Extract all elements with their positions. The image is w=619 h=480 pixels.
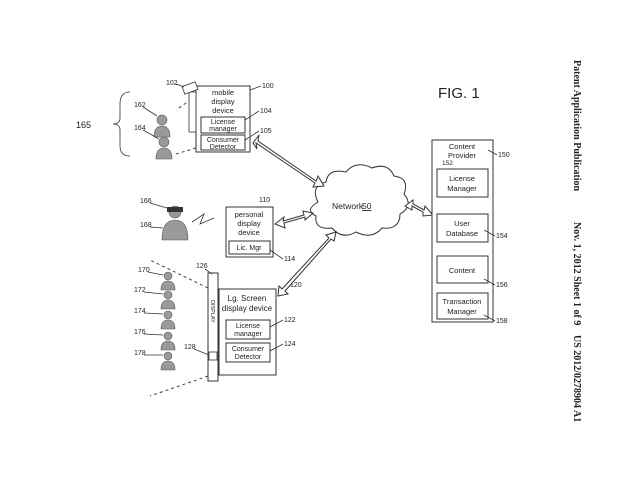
large-consumer-detector-1: Consumer — [232, 346, 265, 353]
provider-license-manager-1: License — [449, 174, 475, 183]
ref-120: 120 — [290, 282, 302, 289]
person-170-icon — [160, 271, 176, 291]
network-label: Network — [332, 201, 364, 211]
personal-display-device: personal display device Lic. Mgr — [225, 206, 274, 258]
mobile-display-device: mobile display device License manager Co… — [188, 85, 251, 153]
mobile-device-line3: device — [212, 106, 234, 115]
figure-title: FIG. 1 — [438, 85, 480, 102]
person-172-icon — [160, 290, 176, 310]
ref-102: 102 — [166, 80, 178, 87]
mobile-device-line2: display — [211, 97, 235, 106]
ref-164: 164 — [134, 125, 146, 132]
provider-line2: Provider — [448, 151, 476, 160]
ref-162: 162 — [134, 102, 146, 109]
user-database-1: User — [454, 219, 470, 228]
display-panel-126: DISPLAY — [207, 272, 219, 382]
mobile-device-line1: mobile — [212, 88, 234, 97]
mobile-license-manager-1: License — [211, 119, 235, 126]
provider-line1: Content — [449, 142, 476, 151]
ref-128: 128 — [184, 344, 196, 351]
mobile-consumer-detector-2: Detector — [210, 144, 237, 151]
ref-104: 104 — [260, 108, 272, 115]
wireless-link-icon — [191, 212, 215, 225]
ref-172: 172 — [134, 287, 146, 294]
ref-114: 114 — [284, 256, 295, 263]
transaction-manager-2: Manager — [447, 307, 477, 316]
arrow-personal-network — [274, 210, 315, 229]
person-178-icon — [160, 351, 176, 371]
ref-150: 150 — [498, 152, 510, 159]
ref-126: 126 — [196, 263, 208, 270]
ref-170: 170 — [138, 267, 150, 274]
camera-128-icon — [208, 351, 218, 361]
ref-154: 154 — [496, 233, 508, 240]
ref-100: 100 — [262, 83, 274, 90]
ref-152: 152 — [442, 160, 453, 167]
arrow-largescreen-network — [277, 231, 337, 297]
header-date-sheet: Nov. 1, 2012 Sheet 1 of 9 — [571, 222, 582, 325]
ref-124: 124 — [284, 341, 296, 348]
ref-168: 168 — [140, 222, 152, 229]
large-license-manager-1: License — [236, 323, 260, 330]
display-vertical-label: DISPLAY — [209, 300, 215, 323]
arrow-mobile-network — [252, 134, 325, 188]
ref-122: 122 — [284, 317, 296, 324]
ref-165: 165 — [76, 120, 91, 130]
mobile-license-manager-2: manager — [209, 126, 237, 133]
mobile-consumer-detector-1: Consumer — [207, 137, 240, 144]
ref-158: 158 — [496, 318, 508, 325]
network-number: 50 — [362, 201, 372, 211]
personal-device-line1: personal — [235, 210, 264, 219]
large-consumer-detector-2: Detector — [235, 354, 262, 361]
provider-license-manager-2: Manager — [447, 184, 477, 193]
large-license-manager-2: manager — [234, 331, 262, 338]
ref-166: 166 — [140, 198, 152, 205]
ref-110: 110 — [259, 197, 270, 204]
ref-174: 174 — [134, 308, 146, 315]
header-patent-number: US 2012/0278904 A1 — [571, 335, 582, 422]
ref-178: 178 — [134, 350, 146, 357]
group-165-brace — [112, 91, 131, 157]
personal-lic-mgr: Lic. Mgr — [237, 245, 263, 252]
arrow-network-provider — [404, 199, 435, 217]
ref-176: 176 — [134, 329, 146, 336]
header-publication-label: Patent Application Publication — [571, 60, 582, 192]
audience-group — [160, 271, 176, 371]
large-screen-display-device: Lg. Screen display device License manage… — [218, 288, 277, 376]
ref-105: 105 — [260, 128, 272, 135]
person-174-icon — [160, 310, 176, 330]
sensor-102-icon — [181, 81, 199, 95]
personal-device-line3: device — [238, 228, 260, 237]
network-cloud: Network 50 — [310, 164, 409, 236]
transaction-manager-1: Transaction — [443, 297, 482, 306]
content-label: Content — [449, 266, 476, 275]
user-database-2: Database — [446, 229, 478, 238]
personal-device-line2: display — [237, 219, 261, 228]
person-168-icon — [161, 205, 189, 241]
person-176-icon — [160, 331, 176, 351]
ref-156: 156 — [496, 282, 508, 289]
large-screen-line2: display device — [222, 304, 273, 313]
person-162-icon — [153, 114, 171, 138]
content-provider: Content Provider License Manager User Da… — [431, 139, 494, 323]
large-screen-line1: Lg. Screen — [228, 294, 267, 303]
person-164-icon — [155, 136, 173, 160]
